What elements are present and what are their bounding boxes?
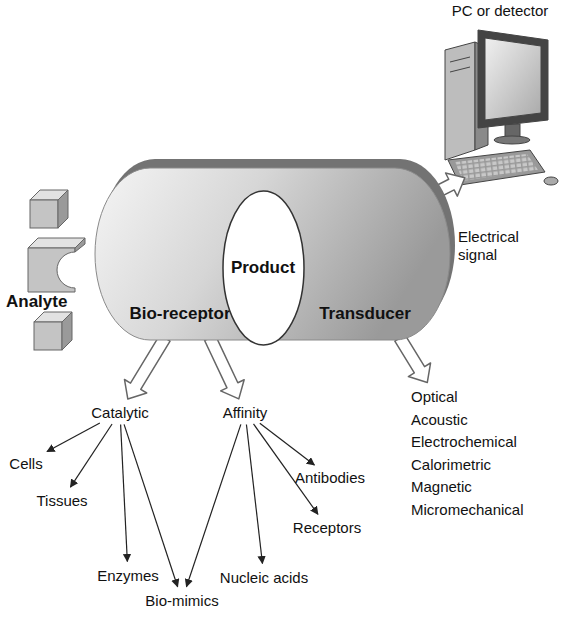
node-text: Magnetic bbox=[411, 476, 524, 499]
node-text: Optical bbox=[411, 386, 524, 409]
thin-arrow bbox=[260, 423, 315, 465]
node-text: Micromechanical bbox=[411, 499, 524, 522]
computer-icon bbox=[445, 30, 558, 185]
signal-label: Electrical signal bbox=[458, 228, 536, 264]
node-text: Cells bbox=[9, 455, 42, 472]
node-text: Transducer bbox=[319, 304, 411, 324]
block-arrow bbox=[125, 335, 171, 399]
mouse bbox=[544, 177, 558, 185]
category-label: Affinity bbox=[220, 403, 271, 422]
tower-slot bbox=[450, 67, 470, 72]
cube-front bbox=[34, 322, 62, 350]
cube-side bbox=[58, 190, 68, 228]
bioreceptor-item: Tissues bbox=[33, 491, 90, 510]
analyte-shapes bbox=[28, 190, 85, 350]
thin-arrow bbox=[70, 424, 112, 487]
node-text: Tissues bbox=[36, 492, 87, 509]
node-text: Bio-receptor bbox=[129, 304, 230, 324]
node-text: Electrochemical bbox=[411, 431, 524, 454]
node-text: Acoustic bbox=[411, 409, 524, 432]
monitor-screen bbox=[485, 38, 541, 120]
node-text: Antibodies bbox=[295, 469, 365, 486]
block-arrow bbox=[205, 335, 245, 399]
node-text: Affinity bbox=[223, 404, 268, 421]
bioreceptor-item: Cells bbox=[6, 454, 45, 473]
node-text: Nucleic acids bbox=[220, 569, 308, 586]
tower-front bbox=[445, 42, 475, 160]
node-text: Catalytic bbox=[91, 404, 149, 421]
node-text: Bio-mimics bbox=[145, 592, 218, 609]
thin-arrow bbox=[121, 424, 128, 561]
node-text: Calorimetric bbox=[411, 454, 524, 477]
product-outline bbox=[223, 191, 304, 345]
cube-front bbox=[30, 200, 58, 228]
bioreceptor-item: Receptors bbox=[290, 518, 364, 537]
key-side bbox=[75, 238, 85, 252]
thin-arrow bbox=[246, 424, 262, 563]
key-front bbox=[28, 248, 75, 292]
transducer-list: OpticalAcousticElectrochemicalCalorimetr… bbox=[408, 386, 527, 521]
category-label: Catalytic bbox=[88, 403, 152, 422]
bioreceptor-item: Enzymes bbox=[94, 566, 162, 585]
pc-detector: PC or detector bbox=[438, 2, 562, 176]
thin-arrow bbox=[124, 424, 178, 586]
product-ellipse: Product bbox=[222, 190, 305, 346]
node-text: Product bbox=[231, 258, 295, 278]
tower-slot bbox=[450, 57, 470, 62]
bioreceptor-item: Bio-mimics bbox=[142, 591, 221, 610]
node-text: Enzymes bbox=[97, 567, 159, 584]
thin-arrow bbox=[47, 423, 100, 452]
node-text: Receptors bbox=[293, 519, 361, 536]
keyboard-keys bbox=[455, 154, 538, 181]
monitor-frame bbox=[478, 30, 548, 128]
biosensor-body: Bio-receptor Transducer Product bbox=[95, 168, 450, 340]
block-arrow bbox=[395, 335, 431, 383]
part-label: Analyte bbox=[6, 292, 67, 312]
node-text: PC or detector bbox=[438, 2, 562, 19]
cube-side bbox=[62, 312, 72, 350]
bioreceptor-item: Nucleic acids bbox=[217, 568, 311, 587]
bioreceptor-item: Antibodies bbox=[292, 468, 368, 487]
thin-arrow bbox=[186, 424, 240, 586]
monitor-base bbox=[494, 136, 530, 144]
